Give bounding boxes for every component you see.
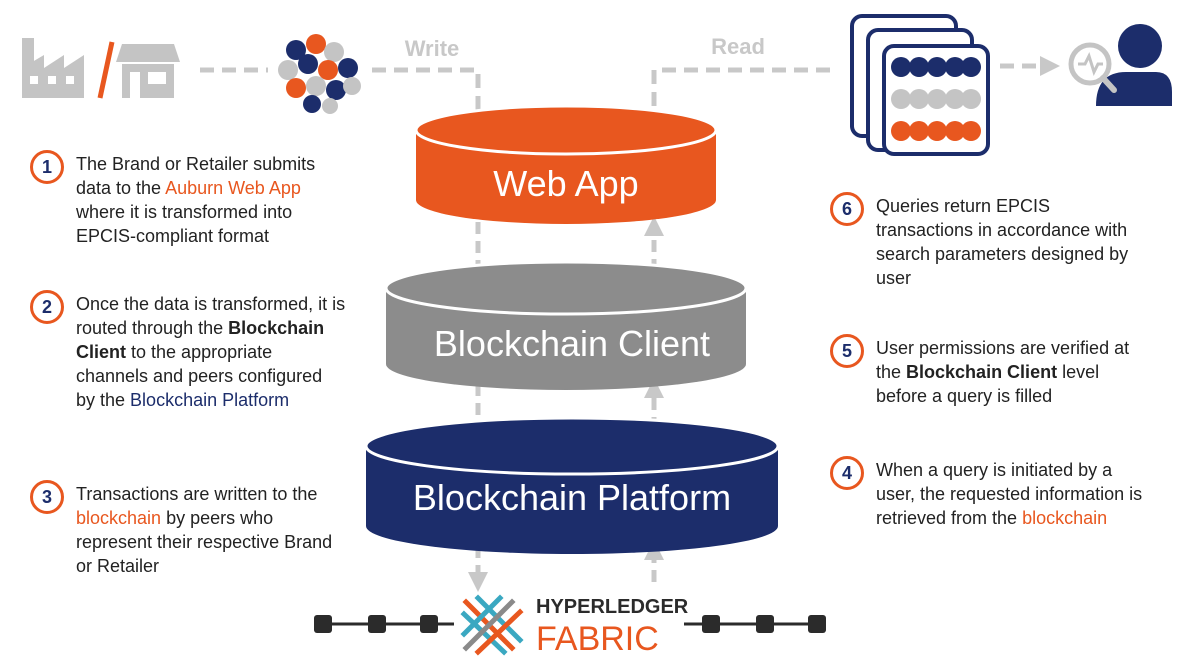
step-1-text: The Brand or Retailer submits data to th…: [76, 154, 316, 246]
hyperledger-fabric-logo: HYPERLEDGER FABRIC: [460, 594, 689, 658]
write-connector: [372, 67, 488, 138]
step-3: 3 Transactions are written to the blockc…: [30, 480, 346, 578]
step-6-number: 6: [830, 192, 864, 226]
step-4-number: 4: [830, 456, 864, 490]
user-search-icon: [1068, 24, 1172, 106]
step-2-text: Once the data is transformed, it is rout…: [76, 294, 346, 410]
step-6: 6 Queries return EPCIS transactions in a…: [830, 192, 1146, 290]
blockchain-client-label: Blockchain Client: [434, 323, 710, 364]
step-3-text: Transactions are written to the blockcha…: [76, 484, 333, 576]
web-app-label: Web App: [493, 163, 638, 204]
store-icon: [116, 44, 180, 98]
blockchain-client-layer: Blockchain Client: [384, 260, 748, 390]
read-connector: [651, 67, 836, 128]
factory-icon: [22, 38, 84, 98]
step-2: 2 Once the data is transformed, it is ro…: [30, 290, 346, 412]
read-label: Read: [711, 34, 765, 59]
step-1-number: 1: [30, 150, 64, 184]
step-5-number: 5: [830, 334, 864, 368]
step-2-number: 2: [30, 290, 64, 324]
logo-line1: HYPERLEDGER: [536, 596, 689, 618]
blockchain-platform-layer: Blockchain Platform: [364, 416, 780, 554]
step-5-text: User permissions are verified at the Blo…: [876, 338, 1130, 406]
step-1: 1 The Brand or Retailer submits data to …: [30, 150, 346, 248]
data-cluster-icon: [278, 34, 361, 114]
step-5: 5 User permissions are verified at the B…: [830, 334, 1146, 408]
step-6-text: Queries return EPCIS transactions in acc…: [876, 196, 1129, 288]
step-4-text: When a query is initiated by a user, the…: [876, 460, 1143, 528]
document-stack-icon: [850, 14, 990, 156]
logo-line2: FABRIC: [536, 620, 659, 658]
write-label: Write: [405, 36, 460, 61]
chain-right: [684, 615, 826, 633]
web-app-layer: Web App: [414, 104, 718, 224]
step-4: 4 When a query is initiated by a user, t…: [830, 456, 1146, 530]
chain-left: [314, 615, 454, 633]
blockchain-platform-label: Blockchain Platform: [413, 477, 731, 518]
step-3-number: 3: [30, 480, 64, 514]
separator-slash: [97, 41, 115, 99]
